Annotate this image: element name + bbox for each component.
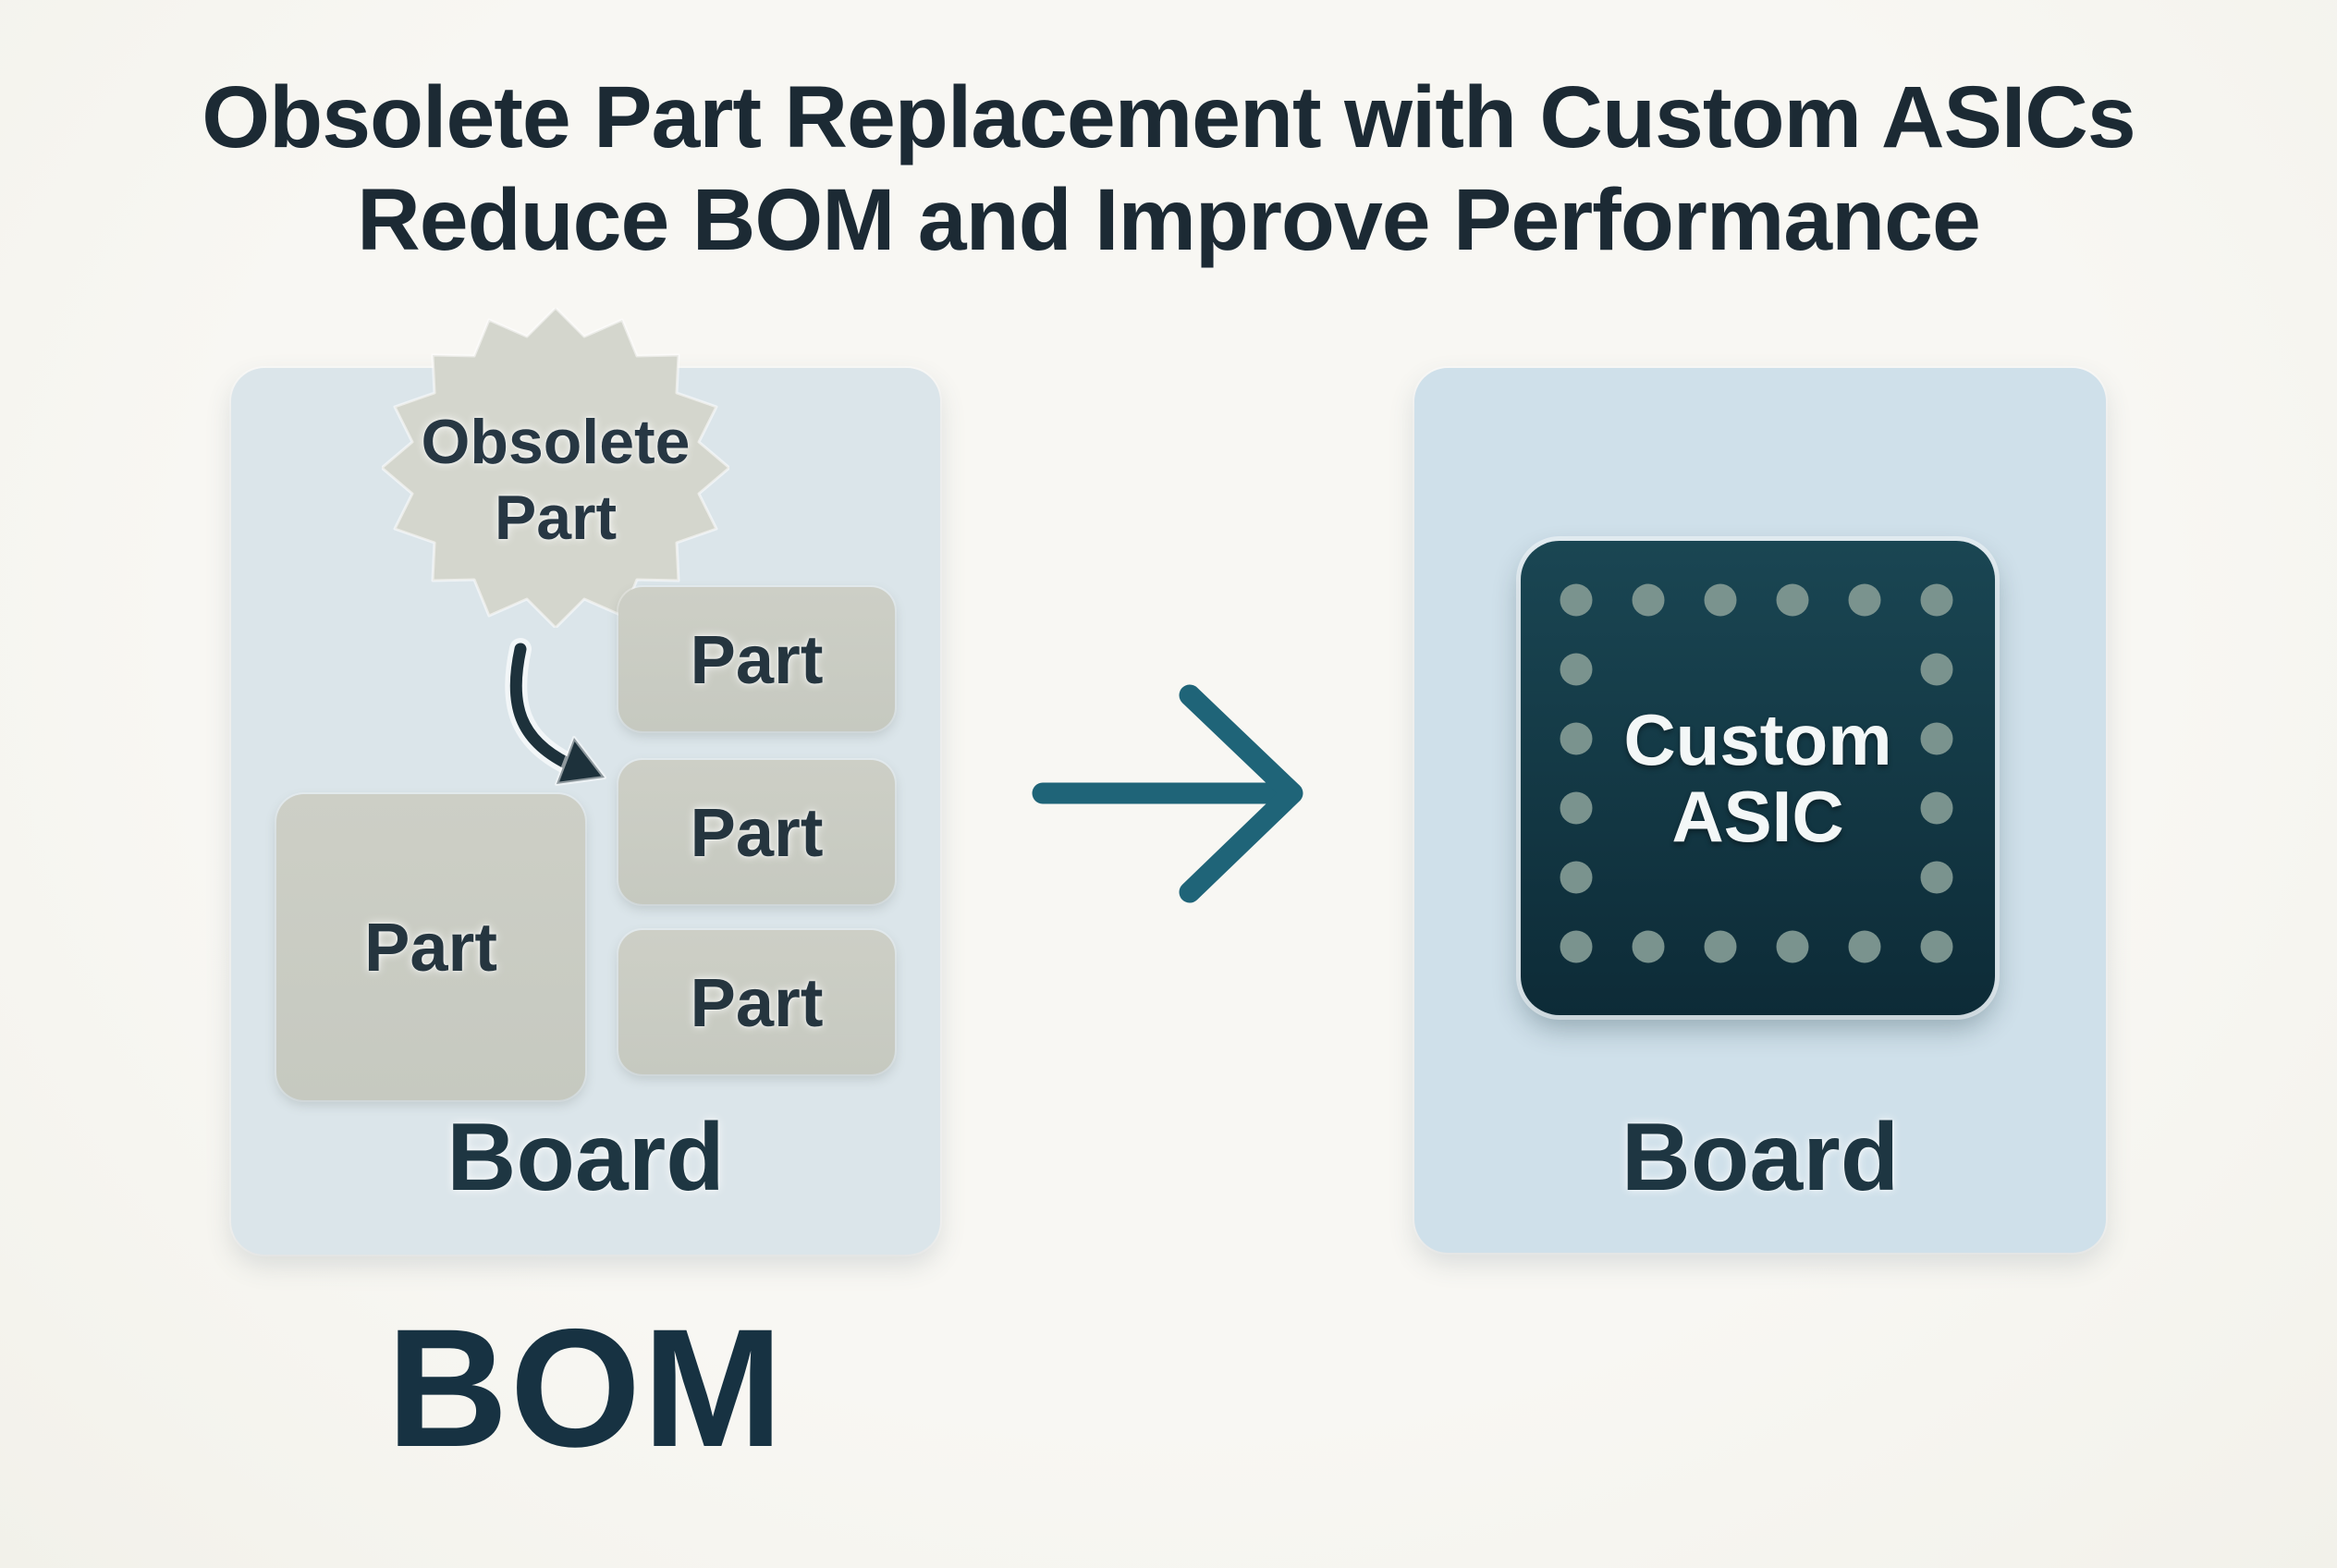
custom-asic-chip: [1521, 541, 1995, 1015]
part-box-1: Part: [618, 587, 895, 731]
board-label-right: Board: [1621, 1104, 1900, 1211]
part-label: Part: [690, 620, 824, 698]
chip-pins-icon: [1560, 583, 1953, 963]
badge-line-1: Obsolete: [421, 407, 691, 478]
chip-label-line-1: Custom: [1623, 698, 1892, 780]
part-label: Part: [364, 909, 497, 986]
obsolete-part-badge: Obsolete Part: [382, 308, 729, 628]
part-label: Part: [690, 793, 824, 871]
chip-label-line-2: ASIC: [1671, 775, 1844, 857]
title-line-1: Obsolete Part Replacement with Custom AS…: [202, 68, 2135, 166]
part-box-2: Part: [618, 760, 895, 904]
custom-asic-label: Custom ASIC: [1521, 541, 1995, 1015]
part-label: Part: [690, 963, 824, 1041]
bom-label: BOM: [386, 1293, 785, 1482]
title-line-2: Reduce BOM and Improve Performance: [357, 171, 1981, 270]
board-label-left: Board: [447, 1104, 725, 1211]
diagram-title: Obsolete Part Replacement with Custom AS…: [0, 67, 2337, 272]
right-arrow-icon: [1032, 684, 1303, 903]
part-box-3: Part: [618, 930, 895, 1074]
badge-line-2: Part: [494, 483, 618, 553]
obsolete-part-starburst-icon: [382, 308, 729, 628]
part-box-large: Part: [276, 794, 585, 1100]
